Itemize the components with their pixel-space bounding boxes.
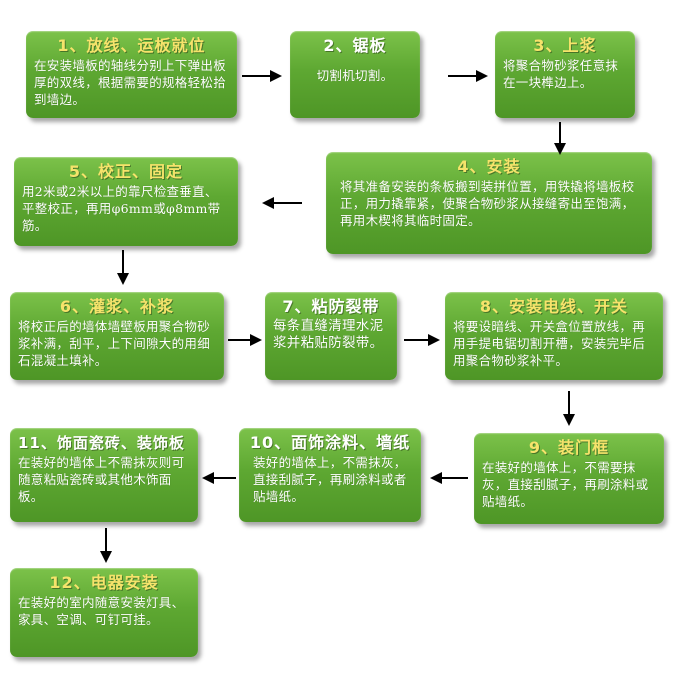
step-9-box: 9、装门框 在装好的墙体上，不需要抹灰，直接刮腻子，再刷涂料或贴墙纸。	[474, 433, 664, 524]
step-7-desc: 每条直缝清理水泥浆并粘贴防裂带。	[273, 318, 384, 351]
step-2-title: 2、锯板	[323, 36, 387, 55]
arrow-3-to-4	[554, 122, 566, 155]
step-6-desc: 将校正后的墙体墙壁板用聚合物砂浆补满，刮平，上下间隙大的用细石混凝土填补。	[18, 319, 211, 368]
step-10-box: 10、面饰涂料、墙纸 装好的墙体上，不需抹灰，直接刮腻子，再刷涂料或者贴墙纸。	[239, 428, 421, 522]
arrow-8-to-9	[563, 391, 575, 426]
step-2-desc: 切割机切割。	[316, 68, 394, 83]
step-6-title: 6、灌浆、补浆	[59, 297, 175, 316]
step-4-desc: 将其准备安装的条板搬到装拼位置，用铁撬将墙板校正，用力撬靠紧，使聚合物砂浆从接缝…	[340, 179, 635, 228]
step-4-title: 4、安装	[457, 157, 521, 176]
step-11-title: 11、饰面瓷砖、装饰板	[18, 434, 185, 452]
step-12-desc: 在装好的室内随意安装灯具、家具、空调、可钉可挂。	[18, 595, 185, 627]
step-12-title: 12、电器安装	[49, 573, 159, 592]
step-3-box: 3、上浆 将聚合物砂浆任意抹在一块榫边上。	[495, 31, 635, 118]
step-10-title: 10、面饰涂料、墙纸	[249, 433, 411, 452]
step-8-title: 8、安装电线、开关	[479, 297, 629, 316]
step-9-title: 9、装门框	[528, 438, 610, 457]
step-5-desc: 用2米或2米以上的靠尺检查垂直、平整校正，再用φ6mm或φ8mm带筋。	[22, 184, 221, 233]
step-4-box: 4、安装 将其准备安装的条板搬到装拼位置，用铁撬将墙板校正，用力撬靠紧，使聚合物…	[326, 152, 652, 254]
step-3-title: 3、上浆	[533, 36, 597, 55]
step-5-title: 5、校正、固定	[68, 162, 184, 181]
step-3-desc: 将聚合物砂浆任意抹在一块榫边上。	[503, 58, 619, 90]
arrow-9-to-10	[430, 472, 468, 484]
step-6-box: 6、灌浆、补浆 将校正后的墙体墙壁板用聚合物砂浆补满，刮平，上下间隙大的用细石混…	[10, 292, 224, 380]
step-5-box: 5、校正、固定 用2米或2米以上的靠尺检查垂直、平整校正，再用φ6mm或φ8mm…	[14, 157, 238, 246]
step-1-box: 1、放线、运板就位 在安装墙板的轴线分别上下弹出板厚的双线，根据需要的规格轻松拾…	[26, 31, 237, 118]
step-12-box: 12、电器安装 在装好的室内随意安装灯具、家具、空调、可钉可挂。	[10, 568, 198, 657]
arrow-7-to-8	[404, 334, 440, 346]
step-8-desc: 将要设暗线、开关盒位置放线，再用手提电锯切割开槽，安装完毕后用聚合物砂浆补平。	[453, 319, 646, 368]
step-11-box: 11、饰面瓷砖、装饰板 在装好的墙体上不需抹灰则可随意粘贴瓷砖或其他木饰面板。	[10, 428, 198, 522]
step-1-title: 1、放线、运板就位	[57, 36, 206, 55]
step-1-desc: 在安装墙板的轴线分别上下弹出板厚的双线，根据需要的规格轻松拾到墙边。	[34, 58, 227, 107]
step-9-desc: 在装好的墙体上，不需要抹灰，直接刮腻子，再刷涂料或贴墙纸。	[482, 460, 649, 509]
arrow-6-to-7	[228, 334, 262, 346]
arrow-4-to-5	[262, 197, 302, 209]
step-7-box: 7、粘防裂带 每条直缝清理水泥浆并粘贴防裂带。	[265, 292, 397, 380]
arrow-11-to-12	[100, 528, 112, 563]
step-2-box: 2、锯板 切割机切割。	[290, 31, 420, 118]
arrow-2-to-3	[448, 70, 488, 82]
step-7-title: 7、粘防裂带	[282, 297, 380, 316]
arrow-5-to-6	[117, 250, 129, 285]
step-10-desc: 装好的墙体上，不需抹灰，直接刮腻子，再刷涂料或者贴墙纸。	[253, 455, 407, 504]
step-8-box: 8、安装电线、开关 将要设暗线、开关盒位置放线，再用手提电锯切割开槽，安装完毕后…	[445, 292, 663, 380]
arrow-10-to-11	[202, 472, 236, 484]
step-11-desc: 在装好的墙体上不需抹灰则可随意粘贴瓷砖或其他木饰面板。	[18, 455, 185, 504]
arrow-1-to-2	[242, 70, 282, 82]
